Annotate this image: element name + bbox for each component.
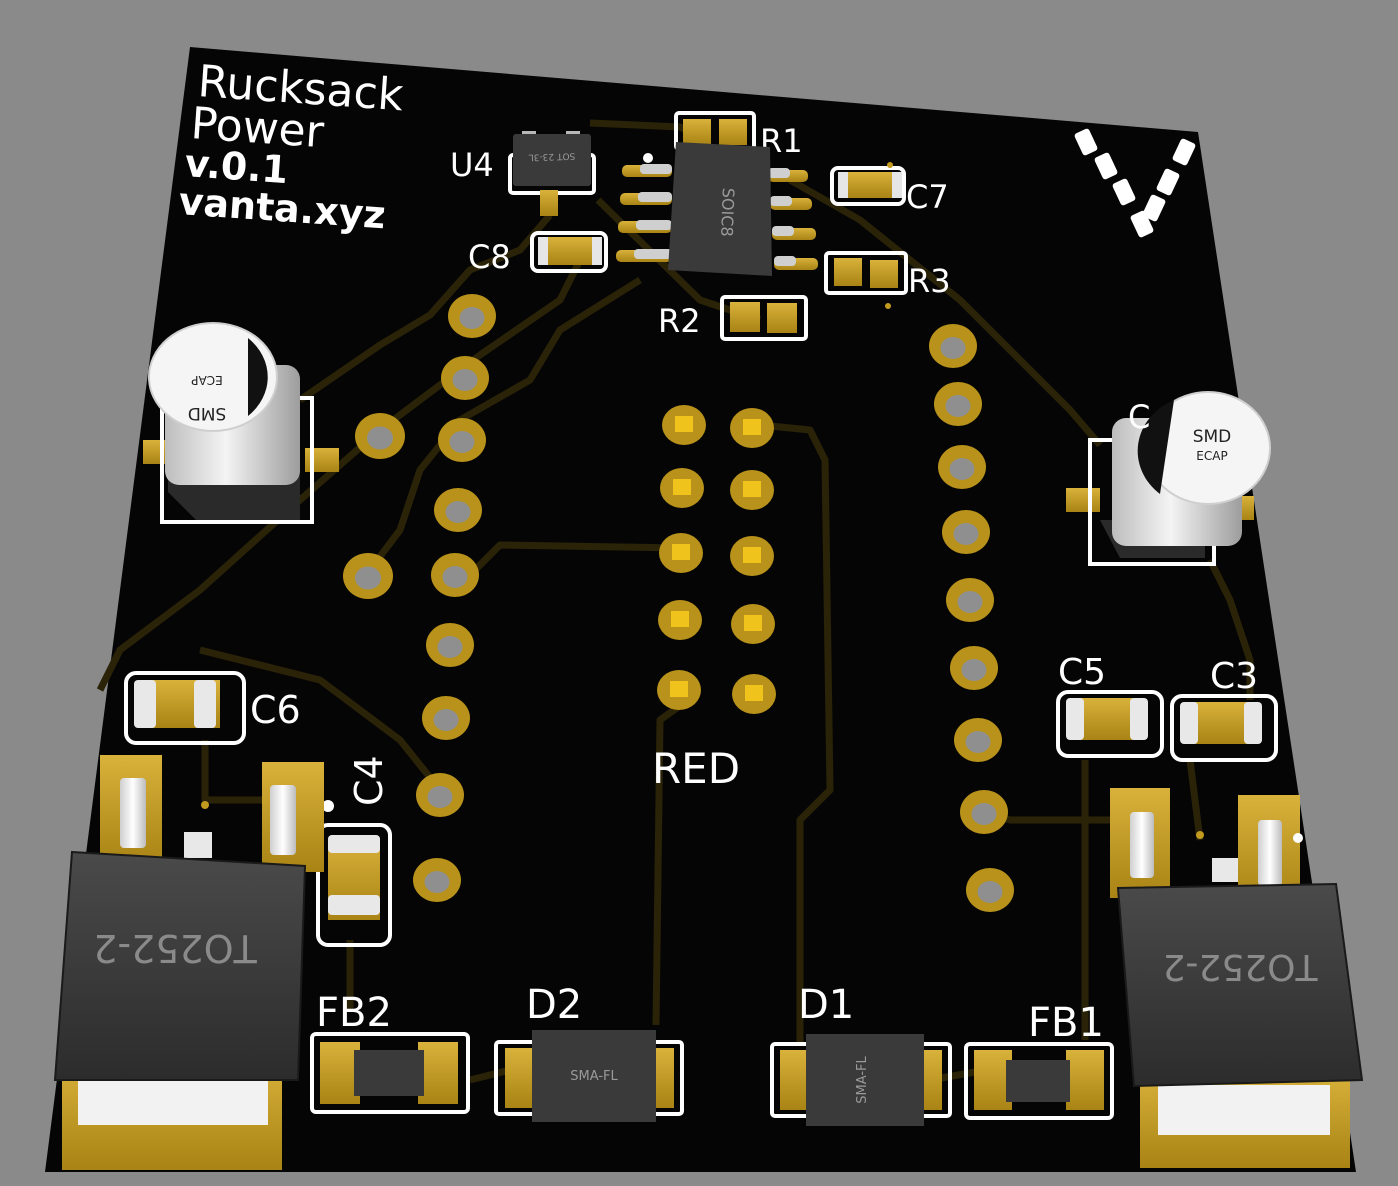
through-hole-pad (438, 418, 486, 462)
u4-sot23: SOT 23-3L (508, 131, 596, 216)
copper-traces (96, 119, 1254, 1084)
through-hole-pad (416, 773, 464, 817)
through-hole-pad (413, 858, 461, 902)
through-hole-pad (929, 324, 977, 368)
c5-capacitor (1056, 690, 1164, 758)
header-pin (658, 600, 702, 640)
header-pin (730, 536, 774, 576)
c8-capacitor (530, 231, 608, 273)
through-hole-pad (426, 623, 474, 667)
through-hole-pad (942, 510, 990, 554)
label-fb1: FB1 (1028, 1000, 1104, 1046)
soic8-mark: SOIC8 (717, 187, 738, 236)
through-hole-pad (343, 553, 393, 599)
label-u4: U4 (450, 146, 494, 184)
label-d2: D2 (526, 982, 582, 1028)
soic8-ic: SOIC8 (616, 142, 818, 276)
label-c6: C6 (250, 688, 301, 732)
through-hole-pad (422, 696, 470, 740)
label-c3: C3 (1210, 656, 1258, 697)
label-c-partial: C (1128, 398, 1150, 436)
through-hole-pad (441, 356, 489, 400)
through-hole-pad (355, 413, 405, 459)
vanta-logo (1074, 128, 1196, 238)
header-pin (660, 468, 704, 508)
c3-capacitor (1170, 694, 1278, 762)
fb1-ferrite-bead (964, 1042, 1114, 1120)
ecap-right-mark1: SMD (1193, 427, 1232, 447)
to252-right-mark: TO252-2 (1163, 946, 1319, 987)
through-hole-pad (934, 382, 982, 426)
header-pin (732, 674, 776, 714)
header-pin (730, 470, 774, 510)
extra-holes (343, 413, 405, 599)
fb2-ferrite-bead (310, 1032, 470, 1114)
through-hole-pad (431, 553, 479, 597)
c7-capacitor (830, 166, 906, 206)
r3-resistor (824, 251, 908, 295)
c6-capacitor (124, 671, 246, 745)
ecap-left-mark1: SMD (188, 403, 227, 423)
label-r3: R3 (908, 262, 951, 300)
d2-mark: SMA-FL (570, 1069, 618, 1084)
header-pin (662, 405, 706, 445)
ecap-left: SMD ECAP (143, 322, 339, 524)
d2-diode: SMA-FL (494, 1030, 684, 1122)
regulator-left-to252: TO252-2 (53, 755, 324, 1170)
c4-capacitor (316, 823, 392, 947)
through-hole-pad (946, 578, 994, 622)
header-pin (659, 533, 703, 573)
ecap-right: SMD ECAP (1066, 391, 1271, 566)
label-fb2: FB2 (316, 990, 392, 1036)
through-hole-pad (950, 646, 998, 690)
d1-mark: SMA-FL (855, 1056, 870, 1104)
through-hole-pad (960, 790, 1008, 834)
pin-column-right (929, 324, 1014, 912)
label-r2: R2 (658, 302, 701, 340)
to252-left-mark: TO252-2 (93, 926, 258, 970)
label-d1: D1 (798, 982, 854, 1028)
through-hole-pad (954, 718, 1002, 762)
header-2x5 (657, 405, 776, 714)
through-hole-pad (448, 294, 496, 338)
ecap-right-mark2: ECAP (1196, 449, 1227, 463)
regulator-right-to252: TO252-2 (1110, 788, 1364, 1168)
r2-resistor (720, 295, 808, 341)
header-pin (657, 670, 701, 710)
label-c8: C8 (468, 238, 511, 276)
pin-column-left (413, 294, 496, 902)
sot23-mark: SOT 23-3L (528, 150, 575, 162)
label-red: RED (652, 744, 740, 793)
r1-resistor (674, 111, 756, 151)
board-version: v.0.1 (183, 141, 289, 192)
header-pin (730, 408, 774, 448)
label-c4: C4 (347, 755, 391, 806)
through-hole-pad (434, 488, 482, 532)
board-title-line2: Power (189, 98, 326, 158)
ecap-left-mark2: ECAP (191, 373, 222, 387)
through-hole-pad (938, 445, 986, 489)
vias (201, 303, 1303, 843)
d1-diode: SMA-FL (770, 1034, 952, 1126)
label-c5: C5 (1058, 652, 1106, 693)
label-c7: C7 (906, 178, 949, 216)
header-pin (731, 604, 775, 644)
through-hole-pad (966, 868, 1014, 912)
